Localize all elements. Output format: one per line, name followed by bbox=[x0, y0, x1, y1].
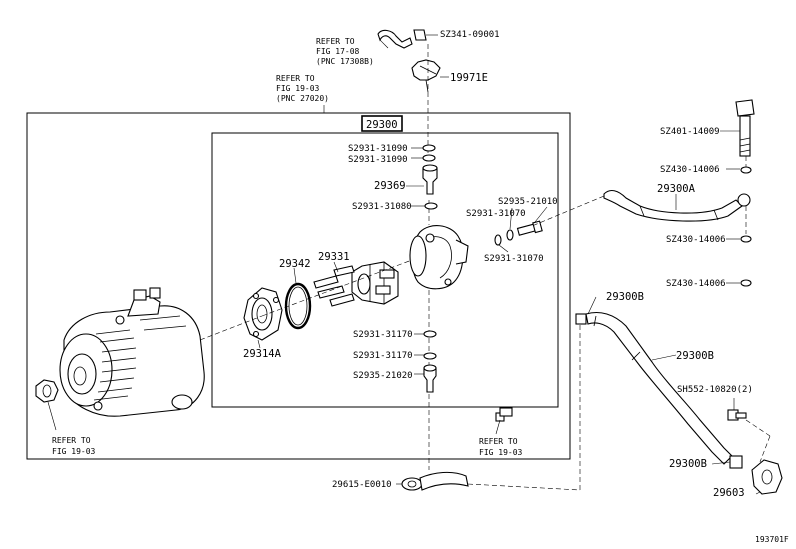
callout-label[interactable]: 29615-E0010 bbox=[332, 480, 392, 490]
callout-label[interactable]: S2931-31170 bbox=[353, 330, 413, 340]
valve-19971e-part bbox=[411, 59, 449, 93]
hose-29300b-part bbox=[575, 311, 743, 469]
nut-part bbox=[35, 379, 59, 431]
pump-cover-29314a-part bbox=[243, 287, 283, 349]
alignment-line bbox=[745, 419, 771, 437]
alignment-line bbox=[199, 315, 263, 341]
callout-label[interactable]: 29300B bbox=[676, 350, 714, 362]
alignment-line bbox=[261, 259, 413, 317]
callout-label[interactable]: SZ430-14006 bbox=[666, 279, 726, 289]
alternator-part bbox=[59, 287, 205, 417]
svg-text:FIG 19-03: FIG 19-03 bbox=[276, 84, 320, 93]
callout-label[interactable]: 29314A bbox=[243, 348, 282, 360]
callout-label[interactable]: S2931-31070 bbox=[484, 254, 544, 264]
pump-housing-part bbox=[409, 225, 469, 290]
washer-part bbox=[740, 235, 752, 243]
callout-label[interactable]: S2931-31080 bbox=[352, 202, 412, 212]
callout-label[interactable]: 29603 bbox=[713, 487, 745, 499]
alignment-line bbox=[467, 483, 581, 491]
rotor-29331-part bbox=[351, 261, 399, 305]
callout-label[interactable]: 29342 bbox=[279, 258, 311, 270]
svg-text:FIG 17-08: FIG 17-08 bbox=[316, 47, 360, 56]
callout-label[interactable]: 29300B bbox=[669, 458, 707, 470]
svg-text:REFER TO: REFER TO bbox=[52, 436, 91, 445]
washer-part bbox=[423, 330, 437, 338]
refer-note-top: REFER TO FIG 17-08 (PNC 17308B) bbox=[316, 37, 374, 66]
union-bolt-lower-part bbox=[414, 364, 437, 393]
callout-label[interactable]: S2931-31090 bbox=[348, 155, 408, 165]
svg-text:REFER TO: REFER TO bbox=[276, 74, 315, 83]
callout-label[interactable]: 29300B bbox=[606, 291, 644, 303]
washer-part bbox=[422, 144, 436, 152]
refer-note-upper: REFER TO FIG 19-03 (PNC 27020) bbox=[276, 74, 329, 103]
bolt-sz401-part bbox=[720, 99, 755, 157]
svg-text:(PNC 27020): (PNC 27020) bbox=[276, 94, 329, 103]
bolt-bottom-part bbox=[495, 407, 513, 435]
alignment-line bbox=[531, 195, 605, 227]
callout-label[interactable]: SZ430-14006 bbox=[660, 165, 720, 175]
o-ring-29342-part bbox=[284, 282, 312, 330]
hose-29300a-part bbox=[603, 189, 751, 222]
callout-label[interactable]: S2931-31170 bbox=[353, 351, 413, 361]
flange-29603-part bbox=[751, 459, 783, 495]
washer-part bbox=[506, 229, 514, 241]
washer-part bbox=[422, 154, 436, 162]
svg-text:REFER TO: REFER TO bbox=[479, 437, 518, 446]
callout-label[interactable]: S2935-21020 bbox=[353, 371, 413, 381]
callout-label-29300[interactable]: 29300 bbox=[366, 119, 398, 131]
svg-text:(PNC 17308B): (PNC 17308B) bbox=[316, 57, 374, 66]
washer-part bbox=[740, 166, 752, 174]
union-bolt-29369-part bbox=[406, 164, 438, 195]
bolt-sh552-part bbox=[727, 398, 747, 421]
svg-text:REFER TO: REFER TO bbox=[316, 37, 355, 46]
callout-label[interactable]: S2935-21010 bbox=[498, 197, 558, 207]
refer-note-bottom: REFER TO FIG 19-03 bbox=[479, 437, 523, 457]
callout-label[interactable]: S2931-31090 bbox=[348, 144, 408, 154]
washer-part bbox=[494, 234, 502, 246]
callout-box-29300 bbox=[361, 115, 403, 132]
refer-note-left: REFER TO FIG 19-03 bbox=[52, 436, 96, 456]
callout-label[interactable]: 29331 bbox=[318, 251, 350, 263]
bolt-part bbox=[516, 220, 543, 236]
washer-part bbox=[424, 202, 438, 210]
callout-label[interactable]: SZ341-09001 bbox=[440, 30, 500, 40]
callout-label[interactable]: SZ401-14009 bbox=[660, 127, 720, 137]
alignment-line bbox=[759, 435, 771, 463]
callout-label[interactable]: 29300A bbox=[657, 183, 696, 195]
washer-part bbox=[740, 279, 752, 287]
callout-label[interactable]: S2931-31070 bbox=[466, 209, 526, 219]
callout-label[interactable]: SH552-10820(2) bbox=[677, 385, 753, 395]
washer-part bbox=[423, 352, 437, 360]
callout-label[interactable]: 29369 bbox=[374, 180, 406, 192]
outer-assembly-frame bbox=[26, 112, 571, 460]
diagram-id: 193701F bbox=[755, 535, 789, 544]
svg-text:FIG 19-03: FIG 19-03 bbox=[479, 448, 523, 457]
callout-label[interactable]: 19971E bbox=[450, 72, 488, 84]
callout-label[interactable]: SZ430-14006 bbox=[666, 235, 726, 245]
vanes-part bbox=[313, 265, 355, 307]
hose-top-part bbox=[377, 29, 438, 49]
hose-29615-part bbox=[396, 471, 469, 491]
svg-text:FIG 19-03: FIG 19-03 bbox=[52, 447, 96, 456]
inner-pump-frame bbox=[211, 132, 559, 408]
